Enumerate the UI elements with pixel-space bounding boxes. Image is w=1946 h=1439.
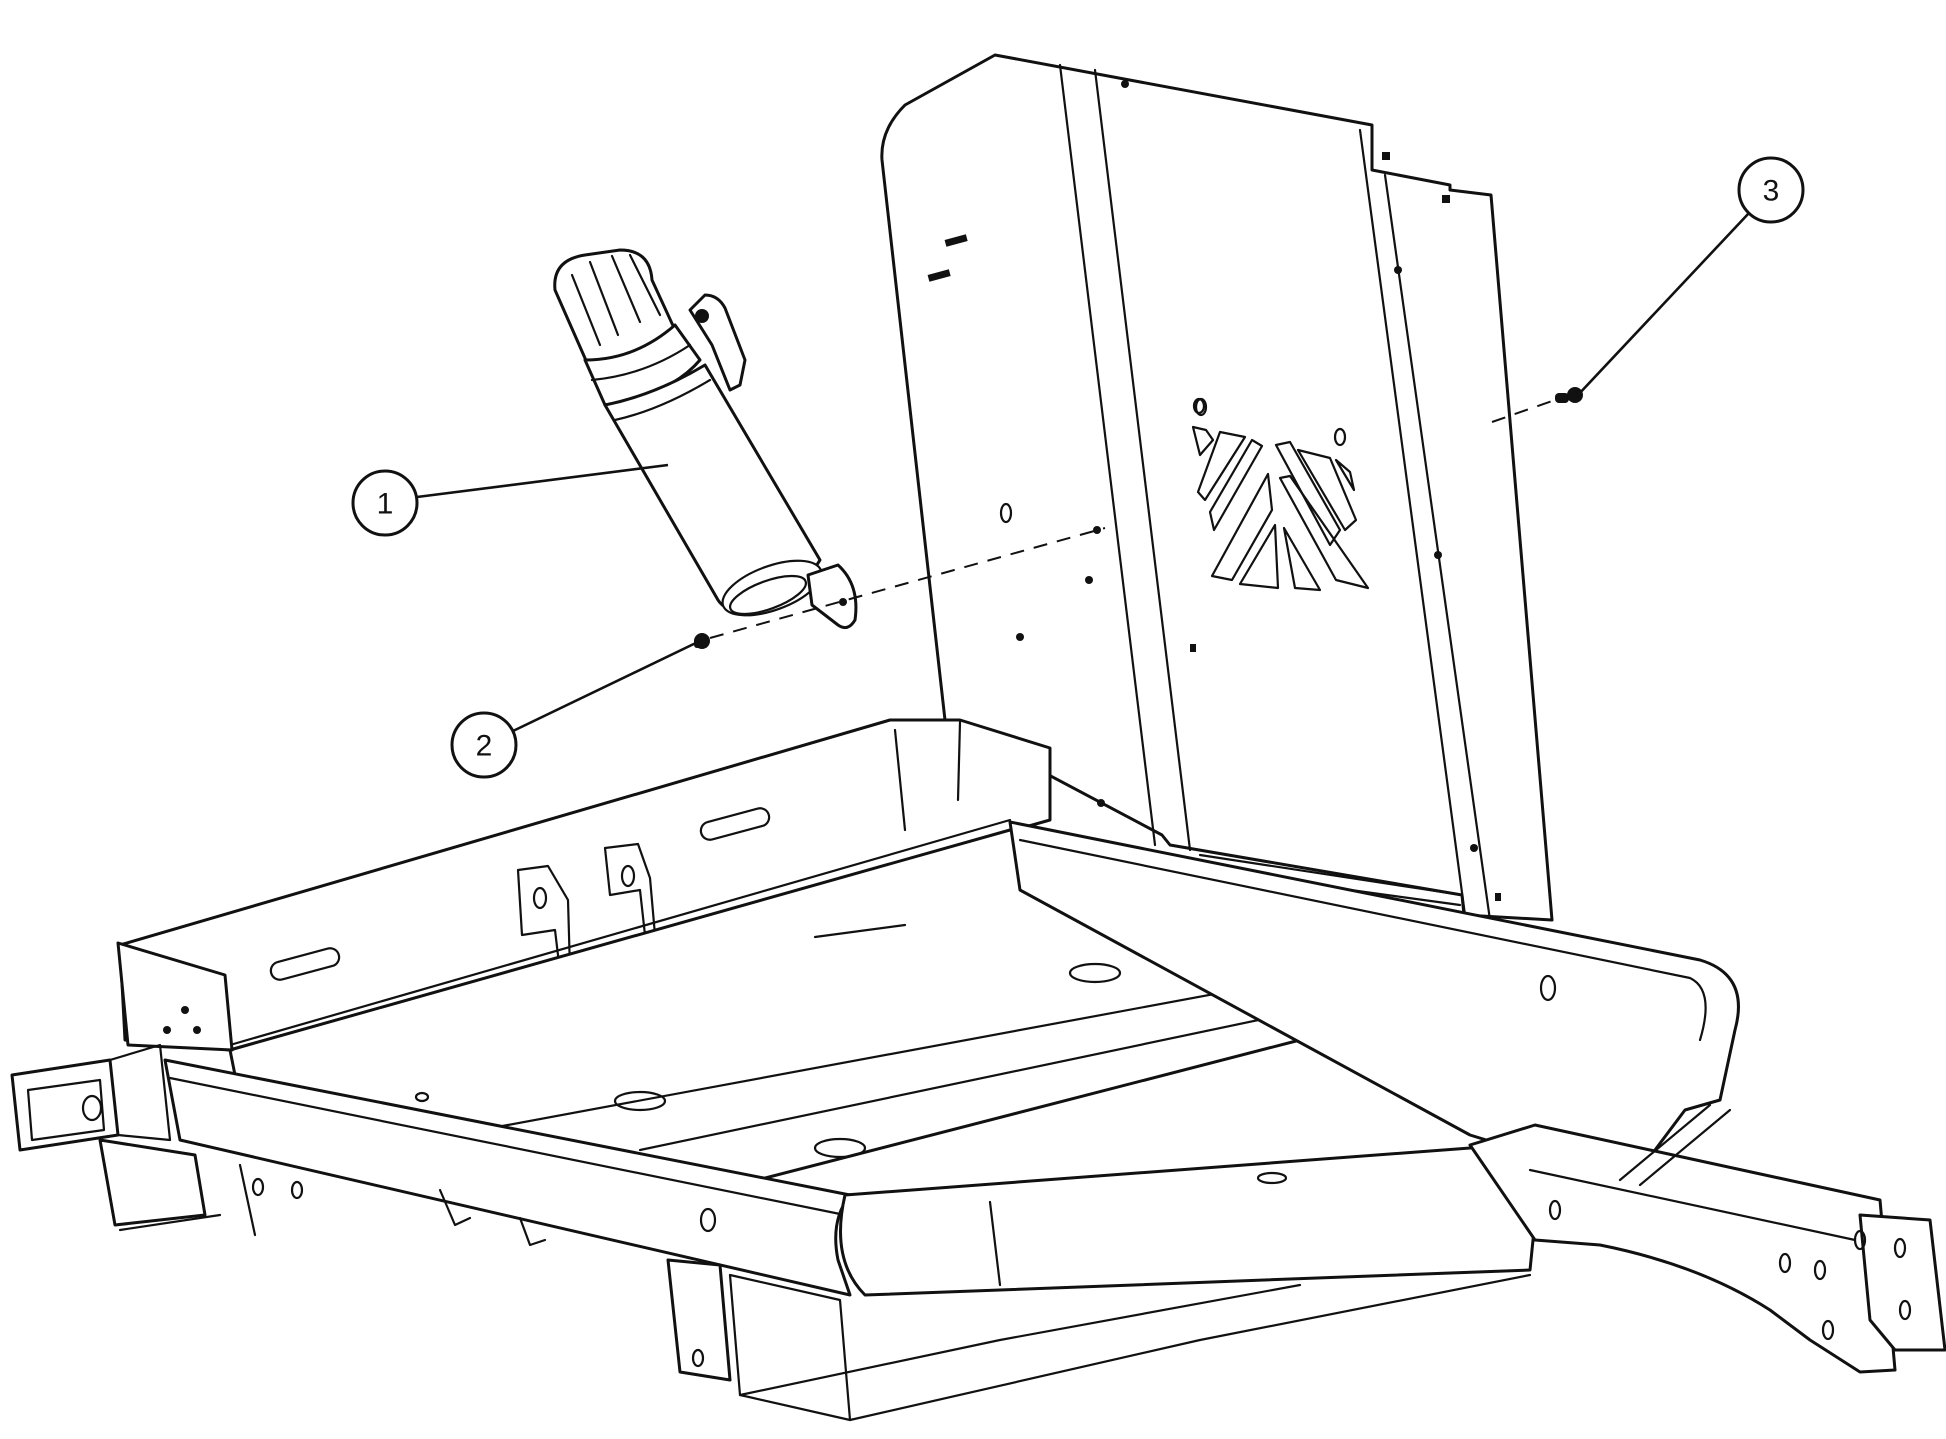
callout-2-circle — [450, 711, 518, 779]
callout-3-label: 3 — [1763, 175, 1780, 208]
callout-3: 3 — [1576, 156, 1805, 397]
callout-3-leader — [1576, 212, 1750, 397]
callout-1: 1 — [351, 463, 669, 537]
frame-chassis — [10, 718, 1946, 1422]
callout-2: 2 — [450, 638, 703, 779]
callout-2-label: 2 — [476, 730, 493, 763]
assembly-centerlines — [709, 399, 1556, 639]
callout-2-leader — [512, 638, 703, 733]
callout-1-label: 1 — [377, 488, 394, 521]
callout-3-circle — [1737, 156, 1805, 224]
vent-pattern — [1191, 397, 1370, 592]
callout-1-leader — [416, 463, 669, 499]
fastener-bolt — [1555, 387, 1583, 403]
seat-back-panel — [880, 53, 1554, 922]
callout-1-circle — [351, 469, 419, 537]
fuel-filter-canister — [553, 248, 858, 630]
